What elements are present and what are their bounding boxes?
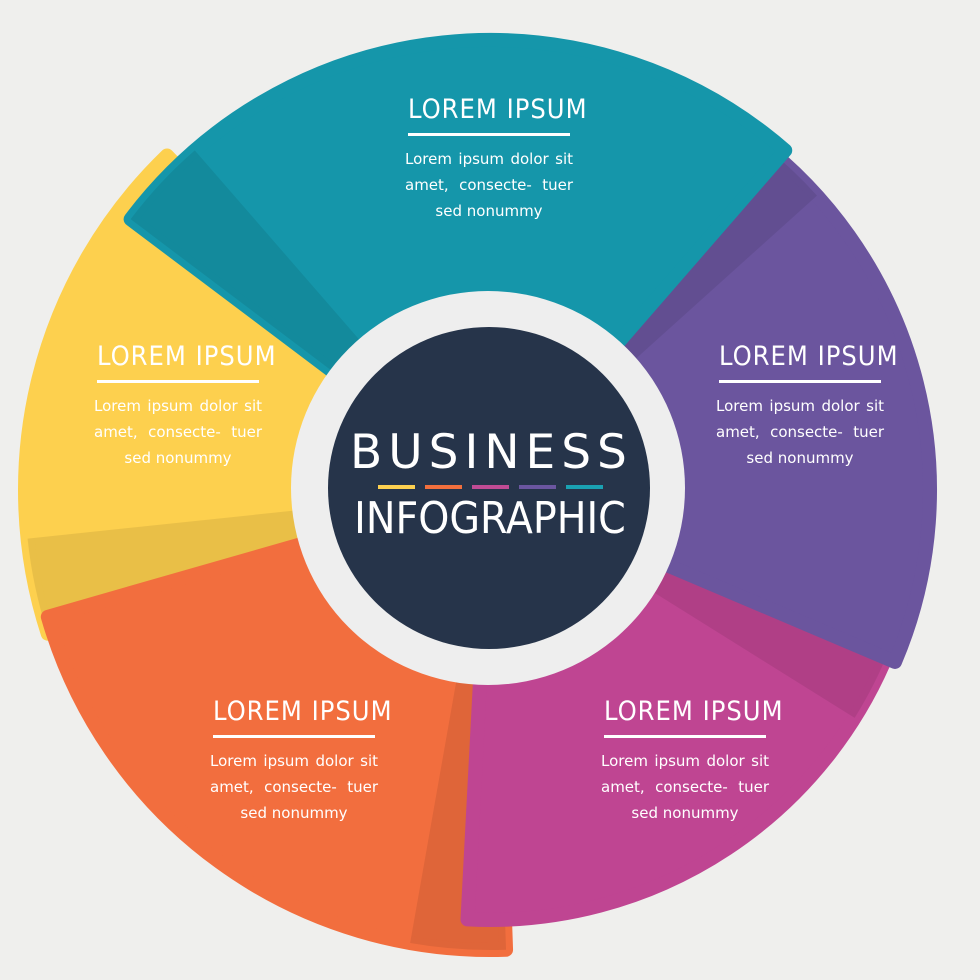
color-bar-orange xyxy=(424,485,462,489)
segment-magenta-shade xyxy=(591,531,895,718)
segment-purple-title: LOREM IPSUM xyxy=(719,341,898,383)
center-title: BUSINESS INFOGRAPHIC xyxy=(350,425,630,545)
segment-purple-text: LOREM IPSUM Lorem ipsum dolor sit amet, … xyxy=(705,341,898,471)
center-title-line2: INFOGRAPHIC xyxy=(354,493,626,544)
center-color-bars xyxy=(350,485,630,489)
segment-teal-text: LOREM IPSUM Lorem ipsum dolor sit amet, … xyxy=(394,94,587,224)
segment-orange-body: Lorem ipsum dolor sit amet, consecte- tu… xyxy=(210,752,378,822)
segment-orange-title: LOREM IPSUM xyxy=(213,696,392,738)
segment-yellow-text: LOREM IPSUM Lorem ipsum dolor sit amet, … xyxy=(83,341,276,471)
segment-magenta-title: LOREM IPSUM xyxy=(604,696,783,738)
segment-teal-title: LOREM IPSUM xyxy=(408,94,587,136)
segment-orange-text: LOREM IPSUM Lorem ipsum dolor sit amet, … xyxy=(199,696,392,826)
color-bar-magenta xyxy=(471,485,509,489)
segment-yellow-body: Lorem ipsum dolor sit amet, consecte- tu… xyxy=(94,397,262,467)
color-bar-teal xyxy=(565,485,603,489)
segment-purple-body: Lorem ipsum dolor sit amet, consecte- tu… xyxy=(716,397,884,467)
center-title-line1: BUSINESS xyxy=(350,425,633,480)
segment-yellow-title: LOREM IPSUM xyxy=(97,341,276,383)
segment-magenta-text: LOREM IPSUM Lorem ipsum dolor sit amet, … xyxy=(590,696,783,826)
segment-magenta-body: Lorem ipsum dolor sit amet, consecte- tu… xyxy=(601,752,769,822)
segment-teal-shade xyxy=(130,150,412,418)
segment-teal-body: Lorem ipsum dolor sit amet, consecte- tu… xyxy=(405,150,573,220)
color-bar-yellow xyxy=(377,485,415,489)
color-bar-purple xyxy=(518,485,556,489)
